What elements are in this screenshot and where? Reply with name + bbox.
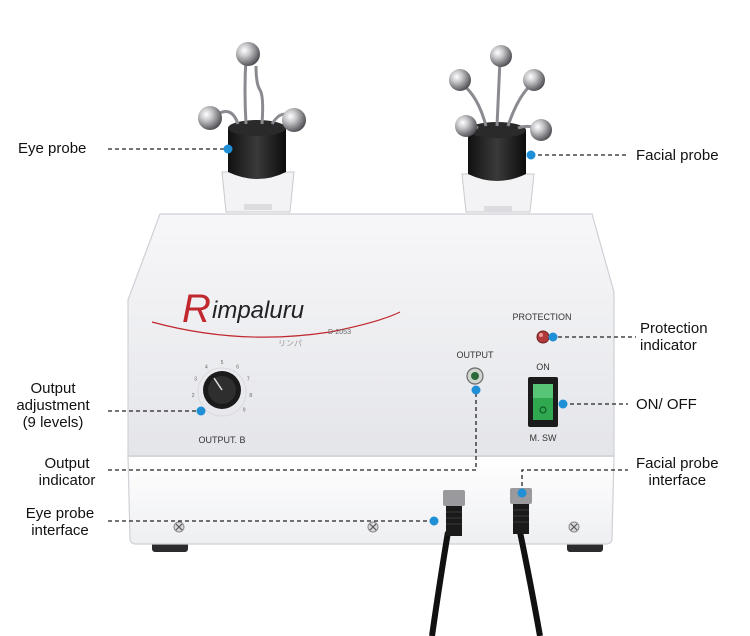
protection-label: PROTECTION <box>512 312 571 322</box>
screw-middle <box>367 521 379 533</box>
switch-on-label: ON <box>536 362 550 372</box>
callout-on-off: ON/ OFF <box>636 396 697 413</box>
device-front-panel <box>127 455 615 545</box>
switch-label: M. SW <box>530 433 558 443</box>
callout-facial-probe-interface: Facial probe interface <box>636 455 719 489</box>
callout-facial-probe: Facial probe <box>636 147 719 164</box>
knob-scale-mark: 7 <box>247 377 250 383</box>
dot-output-indicator <box>471 385 481 395</box>
callout-output-indicator: Output indicator <box>38 455 96 489</box>
knob-scale-mark: 8 <box>249 393 252 399</box>
callout-eye-probe: Eye probe <box>18 140 87 157</box>
rocker-switch-icon[interactable] <box>528 377 558 427</box>
knob-label: OUTPUT. B <box>198 435 245 445</box>
eye-probe <box>198 42 306 213</box>
output-label: OUTPUT <box>457 350 495 360</box>
knob-scale-mark: 5 <box>221 360 224 366</box>
dot-facial-probe <box>526 150 536 160</box>
dot-eye-probe <box>223 144 233 154</box>
knob-scale-mark: 9 <box>243 408 246 414</box>
dot-on-off <box>558 399 568 409</box>
dot-facial-interface <box>517 488 527 498</box>
dot-output-adjustment <box>196 406 206 416</box>
brand-name: impaluru <box>212 297 304 324</box>
knob-scale-mark: 6 <box>236 365 239 371</box>
knob-scale-mark: 3 <box>194 377 197 383</box>
brand-initial: R <box>182 287 211 331</box>
eye-probe-connector <box>429 490 465 636</box>
callout-protection-indicator: Protection indicator <box>640 320 708 354</box>
protection-led <box>536 330 550 344</box>
model-number: D-2053 <box>328 329 351 336</box>
screw-left <box>173 521 185 533</box>
screw-right <box>568 521 580 533</box>
brand-submark: リンパ <box>278 339 302 348</box>
facial-probe <box>449 45 552 213</box>
facial-probe-connector <box>510 488 543 636</box>
knob-scale-mark: 4 <box>205 365 208 371</box>
callout-eye-probe-interface: Eye probe interface <box>25 505 95 539</box>
callout-output-adjustment: Output adjustment (9 levels) <box>16 380 90 431</box>
rotary-knob-icon[interactable] <box>197 367 247 417</box>
pointer-output-indicator <box>108 390 477 471</box>
knob-scale-mark: 2 <box>192 393 195 399</box>
pointer-facial-interface <box>521 469 628 493</box>
dot-protection <box>548 332 558 342</box>
brand-logo: R impaluru D-2053 リンパ <box>151 287 401 348</box>
dot-eye-interface <box>429 516 439 526</box>
